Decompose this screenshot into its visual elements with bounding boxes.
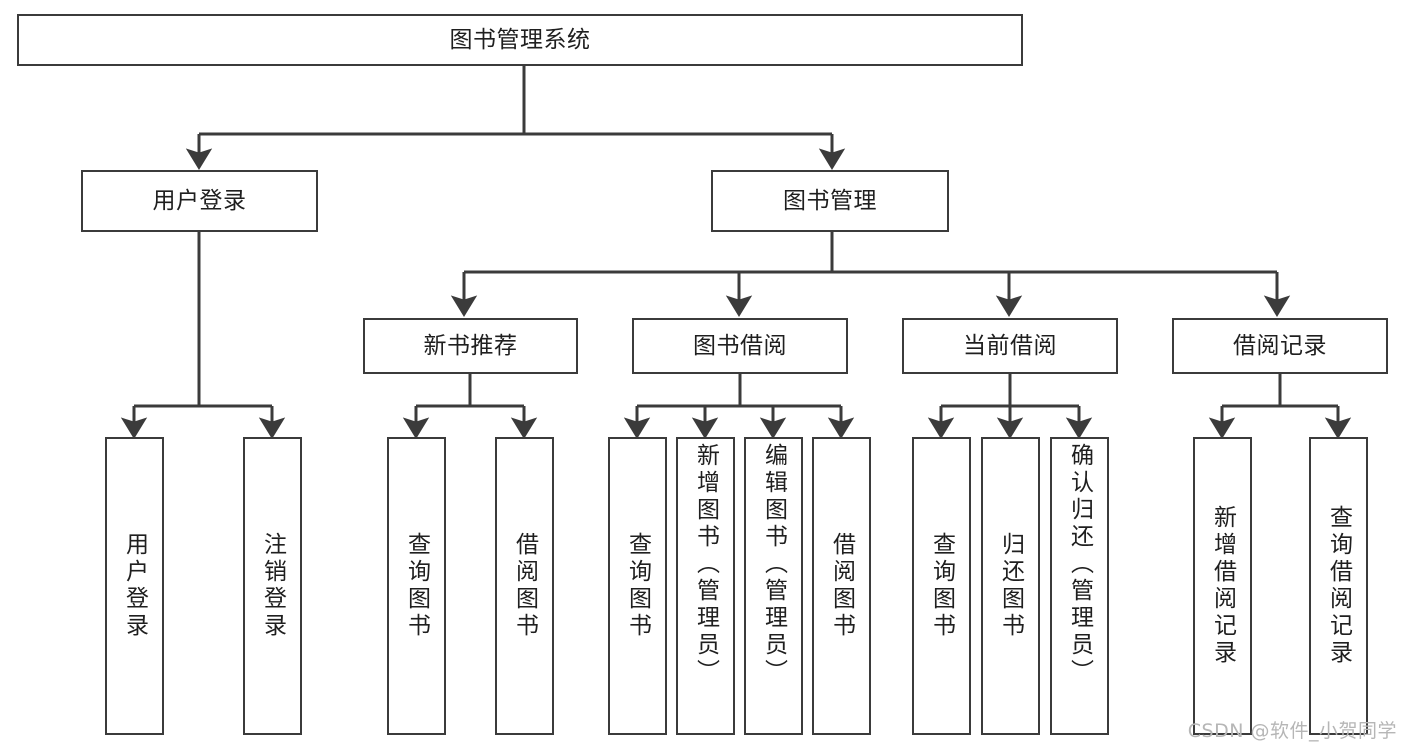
node-label: 图书管理: [783, 187, 877, 214]
leaf-current-return-book[interactable]: 归还图书: [981, 437, 1040, 735]
leaf-current-confirm-return-admin[interactable]: 确认归还（管理员）: [1050, 437, 1109, 735]
leaf-user-login-logout[interactable]: 注销登录: [243, 437, 302, 735]
leaf-label: 用户登录: [121, 532, 148, 640]
leaf-label: 借阅图书: [511, 532, 538, 640]
node-borrow-record[interactable]: 借阅记录: [1172, 318, 1388, 374]
leaf-borrow-edit-book-admin[interactable]: 编辑图书（管理员）: [744, 437, 803, 735]
leaf-label: 查询图书: [928, 532, 955, 640]
leaf-record-add-borrow-record[interactable]: 新增借阅记录: [1193, 437, 1252, 735]
node-label: 用户登录: [152, 187, 247, 214]
leaf-recommend-borrow-book[interactable]: 借阅图书: [495, 437, 554, 735]
node-book-borrow[interactable]: 图书借阅: [632, 318, 848, 374]
node-book-management[interactable]: 图书管理: [711, 170, 949, 232]
node-current-borrow[interactable]: 当前借阅: [902, 318, 1118, 374]
leaf-label: 编辑图书（管理员）: [760, 443, 787, 686]
node-label: 图书借阅: [693, 332, 787, 359]
node-label: 借阅记录: [1233, 332, 1327, 359]
leaf-label: 确认归还（管理员）: [1066, 443, 1093, 686]
leaf-label: 查询借阅记录: [1325, 505, 1352, 667]
leaf-label: 查询图书: [624, 532, 651, 640]
leaf-borrow-borrow-book[interactable]: 借阅图书: [812, 437, 871, 735]
leaf-label: 注销登录: [259, 532, 286, 640]
leaf-label: 查询图书: [403, 532, 430, 640]
node-label: 图书管理系统: [449, 26, 591, 53]
leaf-label: 新增图书（管理员）: [692, 443, 719, 686]
leaf-borrow-add-book-admin[interactable]: 新增图书（管理员）: [676, 437, 735, 735]
leaf-borrow-query-book[interactable]: 查询图书: [608, 437, 667, 735]
leaf-user-login-login[interactable]: 用户登录: [105, 437, 164, 735]
node-user-login[interactable]: 用户登录: [81, 170, 318, 232]
leaf-record-query-borrow-record[interactable]: 查询借阅记录: [1309, 437, 1368, 735]
node-root-book-management-system[interactable]: 图书管理系统: [17, 14, 1023, 66]
leaf-recommend-query-book[interactable]: 查询图书: [387, 437, 446, 735]
node-new-book-recommend[interactable]: 新书推荐: [363, 318, 578, 374]
leaf-label: 新增借阅记录: [1209, 505, 1236, 667]
watermark: CSDN @软件_小贺同学: [1187, 720, 1397, 742]
node-label: 新书推荐: [423, 332, 518, 359]
leaf-label: 归还图书: [997, 532, 1024, 640]
node-label: 当前借阅: [963, 332, 1057, 359]
leaf-label: 借阅图书: [828, 532, 855, 640]
leaf-current-query-book[interactable]: 查询图书: [912, 437, 971, 735]
